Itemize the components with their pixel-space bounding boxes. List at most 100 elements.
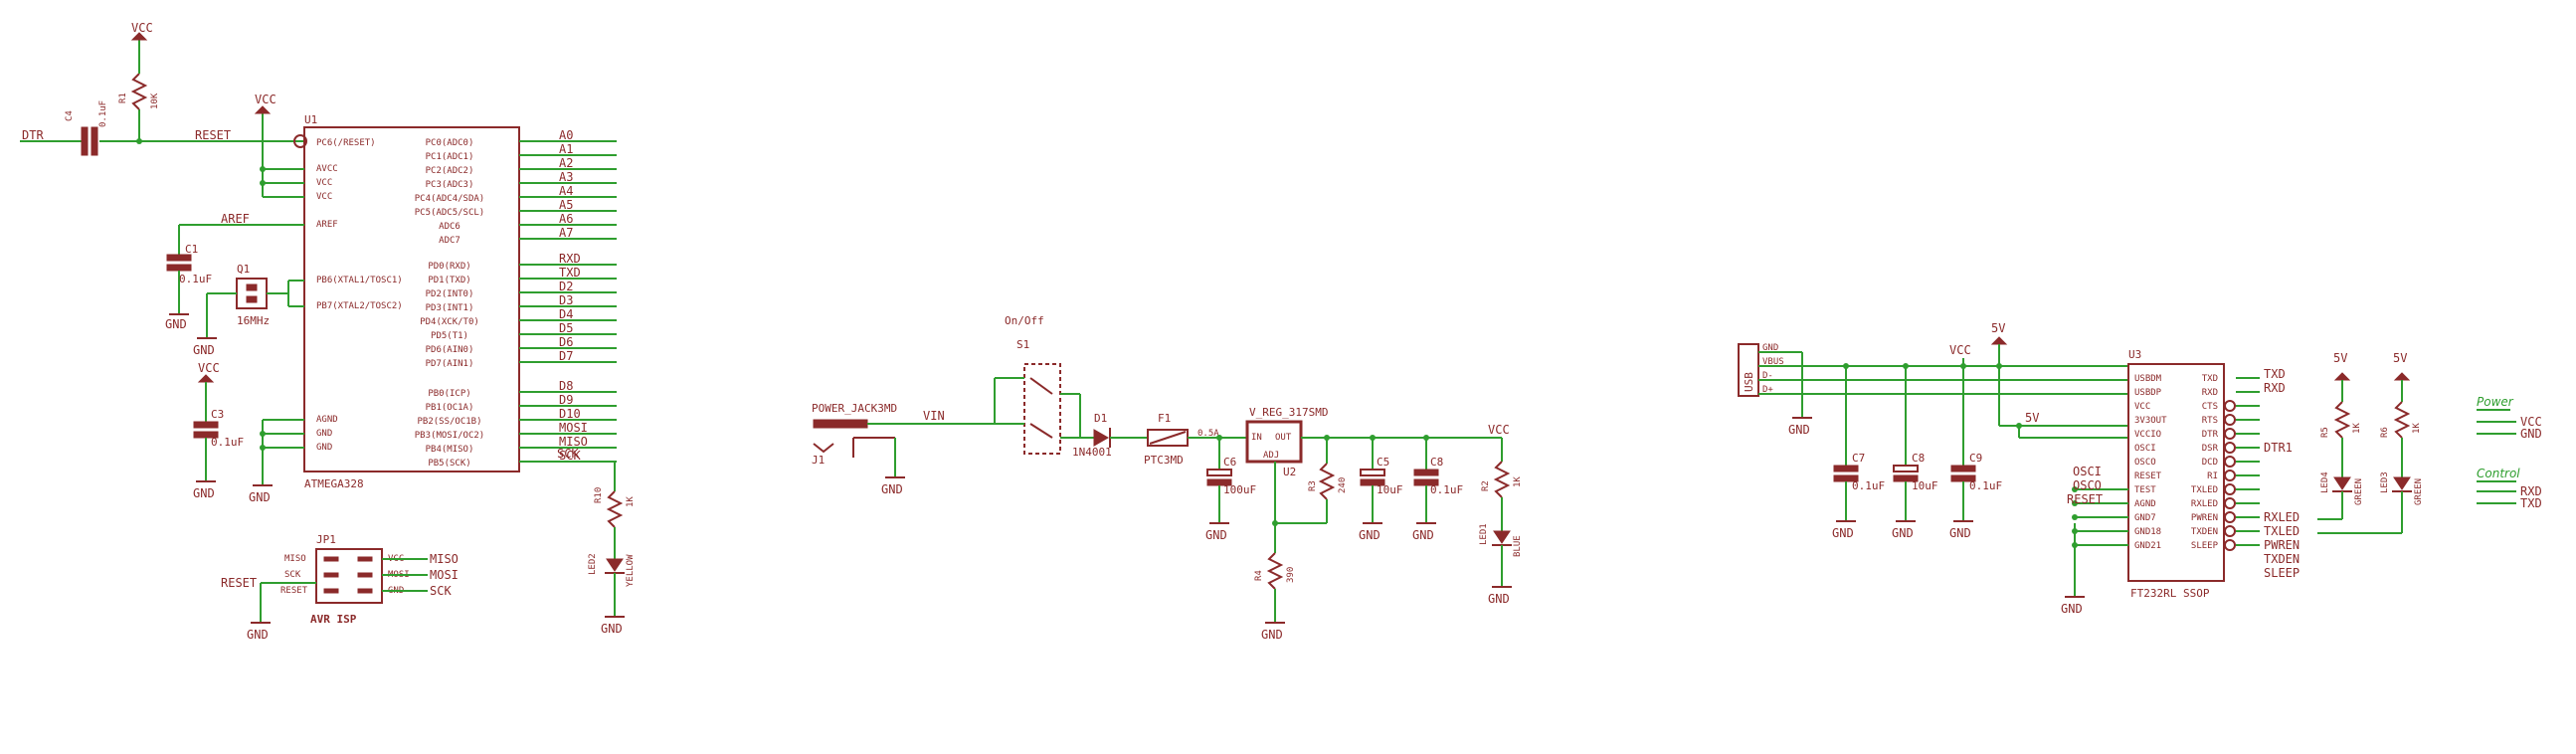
adjust-resistor-bottom — [1266, 552, 1284, 590]
power-jack — [813, 419, 868, 429]
mcu-pin-gnd2: GND — [316, 443, 332, 453]
isp-miso-net: MISO — [430, 552, 459, 566]
ftdi-right-pin-9: RXLED — [2191, 499, 2218, 509]
sck-led-group: SCK R10 1K LED2 YELLOW GND — [519, 447, 636, 636]
mcu-port-d-net-5: D5 — [559, 321, 573, 335]
mcu-port-d-pin-6: PD6(AIN0) — [426, 345, 474, 355]
c8-ref: C8 — [1430, 456, 1443, 469]
ftdi-vcc-label: VCC — [1949, 343, 1971, 357]
c7-ref: C7 — [1852, 452, 1865, 465]
isp-gnd-label: GND — [247, 628, 269, 642]
mcu-right-pins: PC0(ADC0)A0PC1(ADC1)A1PC2(ADC2)A2PC3(ADC… — [415, 128, 617, 469]
mcu-port-b-net-2: D10 — [559, 407, 581, 421]
mcu-port-c-net-4: A4 — [559, 184, 573, 198]
ftdi-inverter-bubble-9 — [2224, 497, 2236, 509]
ftdi-gnd-junction-8 — [2072, 486, 2078, 492]
dtr-capacitor-value: 0.1uF — [98, 100, 108, 127]
c8b-ref: C8 — [1912, 452, 1925, 465]
power-supply-section: POWER_JACK3MD J1 VIN GND On/Off S1 D1 1N… — [812, 314, 1523, 642]
vcc-label: VCC — [131, 21, 153, 35]
crystal-ref: Q1 — [237, 263, 250, 276]
ftdi-left-pin-5: OSCI — [2134, 444, 2156, 454]
mcu-port-d-pin-4: PD4(XCK/T0) — [420, 317, 479, 327]
usb-5v-label: 5V — [1991, 321, 2005, 335]
mcu-port-d-net-0: RXD — [559, 252, 581, 266]
mcu-port-d-pin-7: PD7(AIN1) — [426, 359, 474, 369]
usb-label: USB — [1743, 372, 1755, 392]
mcu-port-d-net-7: D7 — [559, 349, 573, 363]
c5-gnd-label: GND — [1359, 528, 1380, 542]
c9-ref: C9 — [1969, 452, 1982, 465]
ftdi-left-pin-10: GND7 — [2134, 513, 2156, 523]
tx-led — [2393, 476, 2411, 490]
aref-cap-value: 0.1uF — [179, 273, 212, 285]
ftdi-inverter-bubble-5 — [2224, 442, 2236, 454]
mcu-pin-gnd1: GND — [316, 429, 332, 439]
power-led — [1493, 530, 1511, 544]
dtr-capacitor — [81, 126, 89, 156]
r6-value: 1K — [2412, 423, 2422, 434]
reset-pullup-resistor — [130, 73, 148, 110]
mcu-port-b-pin-1: PB1(OC1A) — [426, 403, 474, 413]
usb-gnd-label: GND — [1788, 423, 1810, 437]
c7-value: 0.1uF — [1852, 479, 1885, 492]
vreg-ref: U2 — [1283, 466, 1296, 478]
usb-connector[interactable] — [1738, 343, 1759, 397]
jack-gnd-label: GND — [881, 482, 903, 496]
dtr-net-label: DTR — [22, 128, 44, 142]
ftdi-pins: USBDMUSBDPVCC3V3OUTVCCIOOSCIOSCORESETTES… — [2072, 374, 2260, 551]
sck-led — [606, 558, 624, 572]
mcu-port-c-pin-5: PC5(ADC5/SCL) — [415, 208, 484, 218]
c7-gnd-label: GND — [1832, 526, 1854, 540]
mcu-ref: U1 — [304, 113, 317, 126]
ftdi-left-pin-2: VCC — [2134, 402, 2150, 412]
r6-ref: R6 — [2380, 427, 2390, 438]
ftdi-pwren-net: PWREN — [2264, 538, 2300, 552]
diode-value: 1N4001 — [1072, 446, 1112, 459]
reset-resistor-ref: R1 — [118, 93, 128, 103]
mcu-port-b-net-0: D8 — [559, 379, 573, 393]
output-capacitor-ceramic — [1413, 469, 1439, 476]
rx-led-resistor — [2333, 401, 2351, 439]
txled-5v-label: 5V — [2393, 351, 2407, 365]
mcu-port-c-pin-2: PC2(ADC2) — [426, 166, 474, 176]
ftdi-right-pin-6: DCD — [2202, 458, 2218, 468]
c8b-value: 10uF — [1912, 479, 1938, 492]
mcu-port-c-pin-6: ADC6 — [439, 222, 460, 232]
aref-cap-ref: C1 — [185, 243, 198, 256]
ftdi-chip — [2127, 363, 2225, 582]
c3-vcc-label: VCC — [198, 361, 220, 375]
ftdi-right-pin-12: SLEEP — [2191, 541, 2219, 551]
ftdi-left-pin-1: USBDP — [2134, 388, 2162, 398]
legend-rxd: RXD — [2520, 484, 2542, 498]
ftdi-right-pin-2: CTS — [2202, 402, 2218, 412]
mcu-pin-vcc1: VCC — [316, 178, 332, 188]
fuse-value: PTC3MD — [1144, 454, 1184, 467]
ftdi-part-name: FT232RL SSOP — [2130, 587, 2210, 600]
mcu-port-b-net-5: SCK — [559, 449, 581, 463]
ftdi-left-pin-0: USBDM — [2134, 374, 2162, 384]
ftdi-inverter-bubble-8 — [2224, 483, 2236, 495]
vccio-5v-label: 5V — [2025, 411, 2039, 425]
on-off-switch[interactable] — [1023, 363, 1061, 455]
osci-label: OSCI — [2073, 465, 2102, 478]
mcu-pin-xtal1: PB6(XTAL1/TOSC1) — [316, 276, 403, 285]
ftdi-left-pin-6: OSCO — [2134, 458, 2156, 468]
sck-resistor-ref: R10 — [594, 487, 604, 503]
c6-ref: C6 — [1223, 456, 1236, 469]
usb-pin-gnd: GND — [1762, 343, 1778, 353]
mcu-vcc-label: VCC — [255, 93, 276, 106]
c3-gnd-label: GND — [193, 486, 215, 500]
avr-isp-header: JP1 AVR ISP MISO SCK RESET VCC MOSI GND … — [221, 533, 459, 642]
c9-gnd-label: GND — [1949, 526, 1971, 540]
ftdi-left-pin-11: GND18 — [2134, 527, 2161, 537]
power-vcc-label: VCC — [1488, 423, 1510, 437]
aref-net-label: AREF — [221, 212, 250, 226]
c6-value: 100uF — [1223, 483, 1256, 496]
reset-inverter-bubble — [293, 134, 307, 148]
mcu-port-b-net-4: MISO — [559, 435, 588, 449]
ftdi-inverter-bubble-12 — [2224, 539, 2236, 551]
ftdi-cap-c9 — [1950, 465, 1976, 472]
power-led-resistor — [1493, 461, 1511, 498]
ftdi-inverter-bubble-10 — [2224, 511, 2236, 523]
